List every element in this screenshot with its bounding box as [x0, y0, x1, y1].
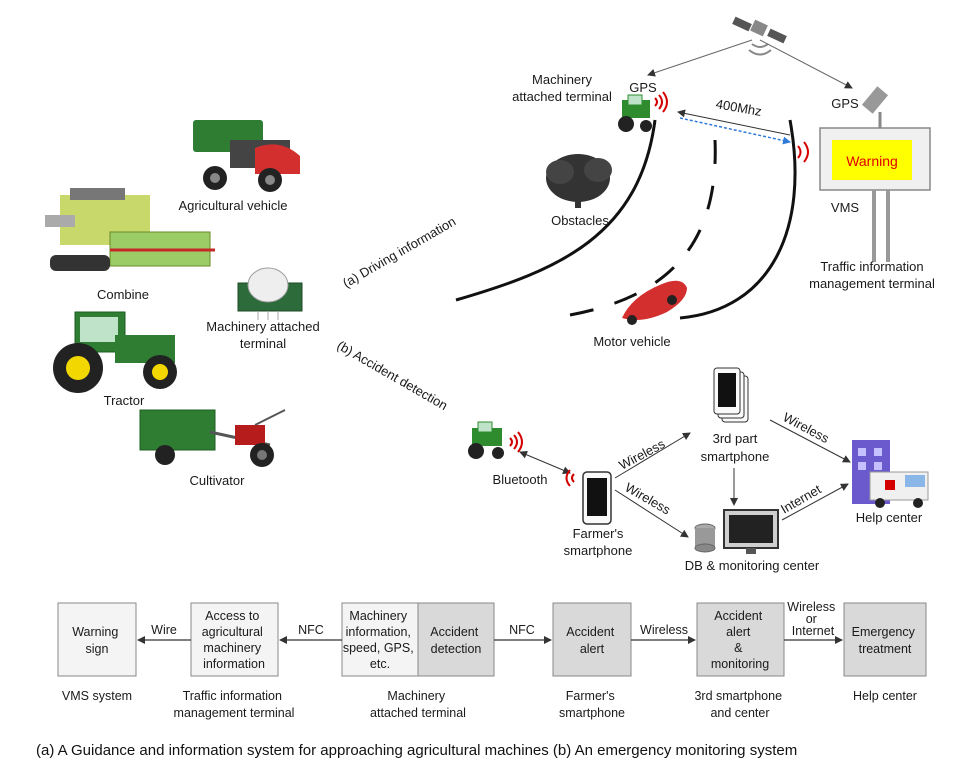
flow-box-2-text: Machinery information, speed, GPS, etc.: [343, 609, 417, 671]
farmers-smartphone-label-1: Farmer's: [573, 526, 624, 541]
agricultural-vehicle-label: Agricultural vehicle: [178, 198, 287, 213]
flow-caption-machinery: Machinery attached terminal: [370, 689, 466, 720]
wireless-label-1: Wireless: [616, 436, 667, 473]
flow-box-warning-sign: [57, 602, 137, 677]
flow-box-accident-alert: [552, 602, 632, 677]
db-to-help-link: [781, 483, 849, 521]
machinery-terminal-label-2: attached terminal: [512, 89, 612, 104]
traffic-terminal-label-1: Traffic information: [820, 259, 923, 274]
edge-label-wireless-internet: Wireless or Internet: [787, 600, 838, 638]
flow-caption-vms: VMS system: [62, 689, 132, 703]
flow-box-alert-monitoring: [696, 602, 785, 677]
flow-box-3-text: Accident detection: [430, 625, 481, 656]
farmer-to-db-link: [614, 489, 689, 538]
help-center-label: Help center: [856, 510, 923, 525]
motor-vehicle-icon: [622, 280, 687, 325]
farmer-to-3rd-link: [614, 432, 691, 479]
help-center-icon: [852, 440, 929, 508]
vms-sign-icon: [797, 86, 931, 262]
flow-box-accident-detection: [417, 602, 495, 677]
combine-label: Combine: [97, 287, 149, 302]
gps-link-left: [647, 39, 753, 77]
flow-boxes: [57, 602, 927, 677]
tractor-to-vms-link: [679, 117, 791, 145]
3rd-to-help-link: [769, 419, 851, 463]
flow-caption-farmer: Farmer's smartphone: [559, 689, 625, 720]
farmers-smartphone-icon: [565, 469, 612, 525]
edge-label-wire: Wire: [151, 623, 177, 637]
flow-box-1-text: Access to agricultural machinery informa…: [202, 609, 267, 671]
flow-box-machinery-info: [341, 602, 419, 677]
agricultural-vehicle-icon: [193, 120, 300, 192]
flow-box-6-text: Emergency treatment: [852, 625, 919, 656]
vms-label: VMS: [831, 200, 860, 215]
flow-caption-traffic: Traffic information management terminal: [174, 689, 295, 720]
edge-label-nfc-1: NFC: [298, 623, 324, 637]
bluetooth-link: [519, 451, 571, 474]
road-right-edge: [679, 119, 797, 320]
traffic-terminal-label-2: management terminal: [809, 276, 935, 291]
third-party-label-2: smartphone: [701, 449, 770, 464]
terminal-label-1: Machinery attached: [206, 319, 319, 334]
frequency-label: 400Mhz: [715, 96, 763, 119]
edge-label-wireless: Wireless: [640, 623, 688, 637]
branch-driving-info: (a) Driving information: [340, 214, 458, 291]
third-party-smartphone-icon: [713, 367, 749, 423]
wireless-label-3: Wireless: [781, 409, 832, 446]
flow-box-emergency-treatment: [843, 602, 927, 677]
bt-tractor-icon: [468, 421, 523, 459]
flow-box-0-text: Warning sign: [72, 625, 122, 656]
tree-icon: [546, 154, 612, 208]
third-party-label-1: 3rd part: [713, 431, 758, 446]
motor-vehicle-label: Motor vehicle: [593, 334, 670, 349]
tractor-icon: [53, 311, 177, 393]
road-tractor-icon: [618, 91, 668, 132]
branch-accident-detection: (b) Accident detection: [335, 338, 451, 414]
cultivator-label: Cultivator: [190, 473, 246, 488]
db-monitoring-icon: [694, 509, 779, 554]
satellite-icon: [732, 16, 787, 56]
road-left-edge: [455, 119, 657, 302]
gps-label-right: GPS: [831, 96, 859, 111]
tractor-label: Tractor: [104, 393, 145, 408]
bluetooth-label: Bluetooth: [493, 472, 548, 487]
wireless-label-2: Wireless: [623, 480, 674, 518]
gps-label-left: GPS: [629, 80, 657, 95]
farmers-smartphone-label-2: smartphone: [564, 543, 633, 558]
warning-text: Warning: [846, 153, 898, 169]
internet-label: Internet: [778, 481, 824, 516]
flow-caption-help: Help center: [853, 689, 917, 703]
obstacles-label: Obstacles: [551, 213, 609, 228]
vms-to-tractor-link: [677, 109, 791, 136]
flow-caption-3rd: 3rd smartphone and center: [694, 689, 785, 720]
combine-icon: [45, 188, 215, 271]
gps-link-right: [759, 39, 853, 89]
figure-caption: (a) A Guidance and information system fo…: [36, 742, 798, 759]
edge-label-nfc-2: NFC: [509, 623, 535, 637]
terminal-label-2: terminal: [240, 336, 286, 351]
flow-box-5-text: Accident alert & monitoring: [711, 609, 769, 671]
machinery-terminal-label-1: Machinery: [532, 72, 592, 87]
db-center-label: DB & monitoring center: [685, 558, 820, 573]
flow-box-4-text: Accident alert: [566, 625, 617, 656]
cultivator-icon: [139, 409, 286, 467]
flow-box-access-info: [190, 602, 279, 677]
terminal-sensor-icon: [237, 267, 303, 320]
